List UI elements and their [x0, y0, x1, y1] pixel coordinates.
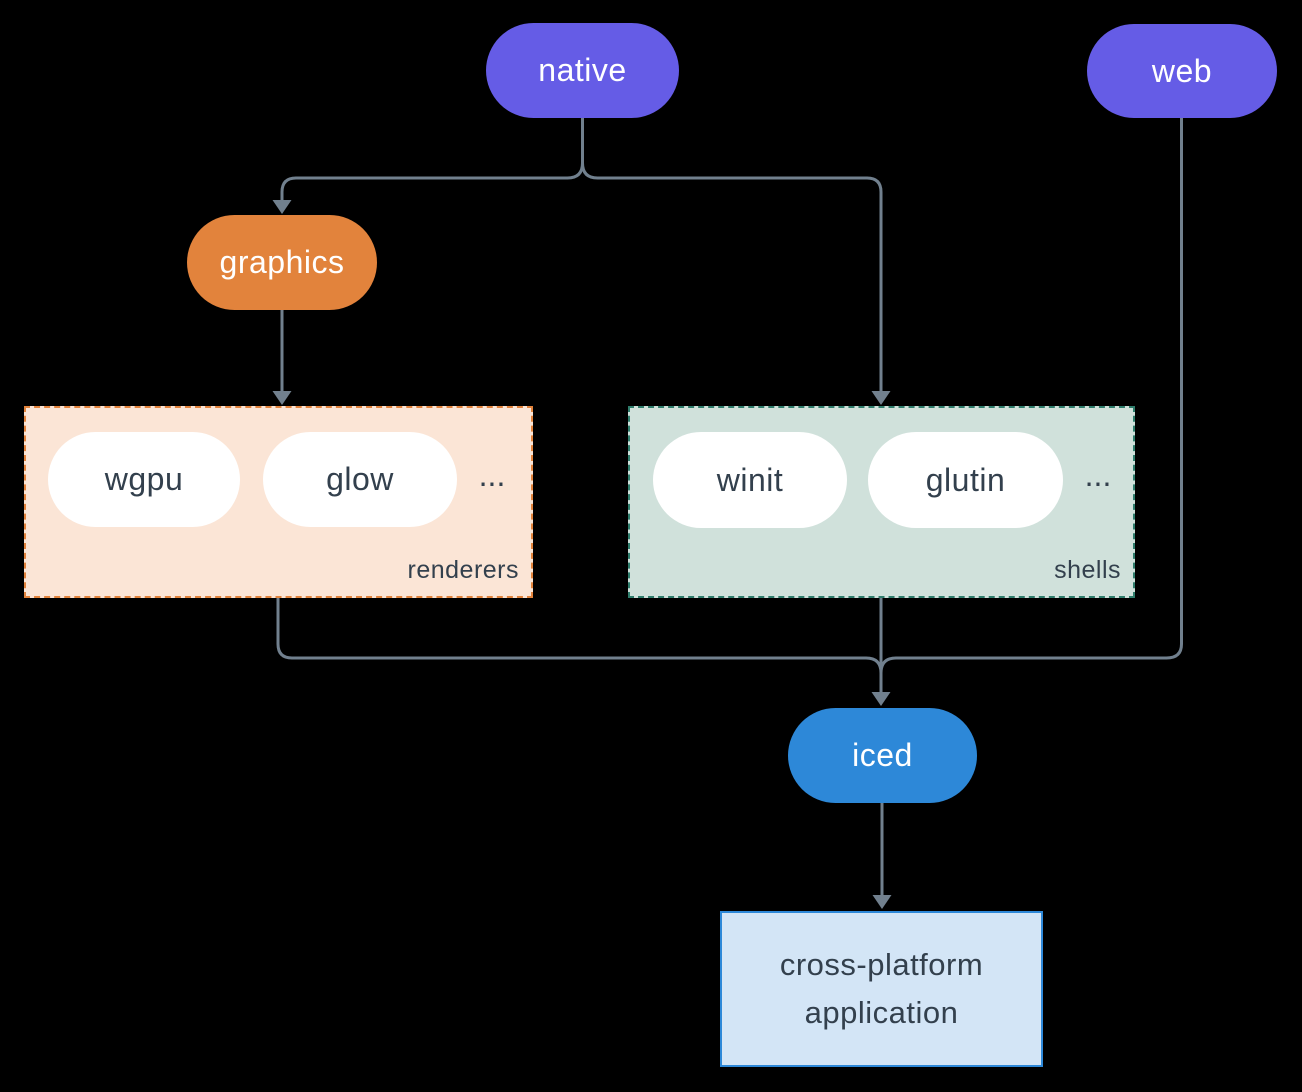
node-native: native	[486, 23, 679, 118]
node-graphics: graphics	[187, 215, 377, 310]
node-glow: glow	[263, 432, 457, 527]
shells-ellipsis: ...	[1084, 457, 1112, 493]
arrowhead-renderers	[272, 391, 292, 405]
node-iced-label: iced	[852, 737, 913, 773]
arrowhead-shells	[871, 391, 891, 405]
node-web-label: web	[1151, 52, 1213, 89]
arrowhead-application	[872, 895, 892, 909]
node-web: web	[1087, 24, 1277, 118]
node-graphics-label: graphics	[219, 244, 345, 280]
application-label-line1: cross-platform	[779, 947, 984, 982]
node-winit-label: winit	[716, 461, 784, 498]
node-wgpu: wgpu	[48, 432, 240, 527]
node-glutin-label: glutin	[925, 461, 1006, 498]
renderers-group-label: renderers	[407, 556, 519, 584]
node-glutin: glutin	[868, 432, 1063, 528]
edge-native-to-shells	[581, 118, 883, 391]
node-native-label: native	[538, 52, 627, 88]
node-winit: winit	[653, 432, 847, 528]
application-label-line2: application	[804, 995, 959, 1030]
node-cross-platform-application: cross-platform application	[720, 911, 1043, 1067]
node-wgpu-label: wgpu	[104, 461, 184, 497]
edge-native-to-graphics	[280, 118, 584, 200]
edge-renderers-to-iced	[276, 598, 883, 674]
renderers-ellipsis: ...	[478, 457, 506, 493]
node-iced: iced	[788, 708, 977, 803]
arrowhead-graphics	[272, 200, 292, 214]
node-glow-label: glow	[326, 461, 394, 497]
shells-group-label: shells	[1054, 556, 1121, 584]
arrowhead-iced	[871, 692, 891, 706]
edge-web-to-iced	[879, 118, 1183, 674]
